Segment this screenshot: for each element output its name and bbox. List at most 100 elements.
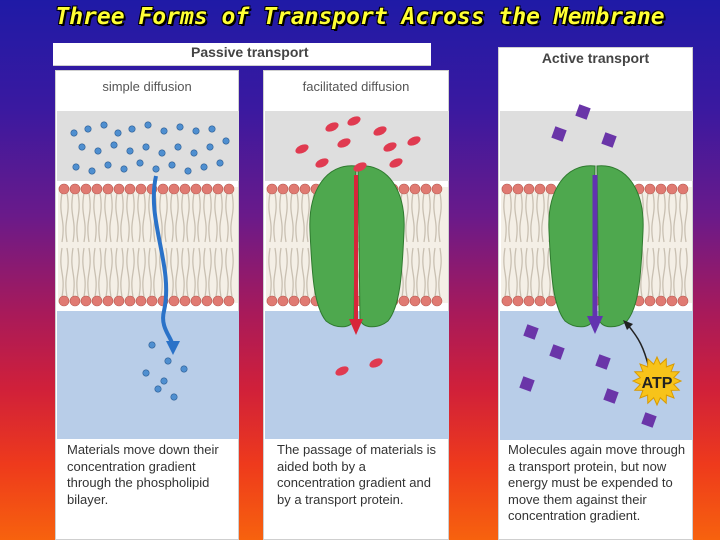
solute-molecule [519, 376, 535, 392]
lipid-head [409, 295, 421, 307]
lipid-tail [433, 247, 442, 298]
facilitated-diffusion-panel: facilitated diffusion The passage of mat… [263, 70, 449, 540]
solute-molecule [160, 377, 168, 385]
lipid-head [201, 183, 213, 195]
outside-region [500, 111, 693, 181]
solute-molecule [347, 116, 361, 126]
active-transport-panel: Active transport ATP Molecules again mov… [498, 47, 693, 540]
lipid-head [113, 295, 125, 307]
solute-molecule [603, 388, 619, 404]
solute-molecule [142, 143, 150, 151]
active-transport-arrowhead [587, 316, 603, 334]
active-transport-caption: Molecules again move through a transport… [508, 442, 686, 523]
lipid-tail [646, 247, 655, 298]
lipid-tail [422, 247, 431, 298]
lipid-head [157, 183, 169, 195]
solute-molecule [335, 366, 349, 376]
lipid-tail [214, 247, 223, 298]
solute-molecule [148, 341, 156, 349]
solute-molecule [208, 125, 216, 133]
solute-molecule [222, 137, 230, 145]
lipid-tail [126, 192, 135, 243]
lipid-head [666, 295, 678, 307]
lipid-head [266, 295, 278, 307]
lipid-head [69, 295, 81, 307]
lipid-head [135, 183, 147, 195]
lipid-head [655, 295, 667, 307]
lipid-tail [679, 192, 688, 243]
lipid-head [512, 295, 524, 307]
solute-molecule [595, 354, 611, 370]
lipid-tail [225, 192, 234, 243]
solute-molecule [192, 127, 200, 135]
atp-burst-icon [631, 355, 683, 407]
lipid-tail [60, 192, 69, 243]
solute-molecule [337, 138, 351, 148]
lipid-tail [279, 247, 288, 298]
solute-molecule [72, 163, 80, 171]
lipid-head [135, 295, 147, 307]
lipid-head [168, 295, 180, 307]
lipid-tail [657, 247, 666, 298]
solute-molecule [128, 125, 136, 133]
lipid-tail [536, 247, 545, 298]
solute-molecule [369, 358, 383, 368]
simple-diffusion-illustration [57, 111, 239, 439]
lipid-tail [422, 192, 431, 243]
diffusion-arrow [151, 175, 174, 344]
solute-molecule [88, 167, 96, 175]
lipid-tail [301, 192, 310, 243]
solute-molecule [94, 147, 102, 155]
lipid-tail [290, 247, 299, 298]
lipid-tail [214, 192, 223, 243]
lipid-tail [181, 247, 190, 298]
lipid-tail [137, 192, 146, 243]
lipid-tail [93, 247, 102, 298]
lipid-tail [225, 247, 234, 298]
solute-molecule [200, 163, 208, 171]
lipid-head [523, 295, 535, 307]
lipid-tail [93, 192, 102, 243]
solute-molecule [164, 357, 172, 365]
slide-title: Three Forms of Transport Across the Memb… [55, 4, 665, 30]
solute-molecule [601, 132, 617, 148]
facilitated-diffusion-label: facilitated diffusion [302, 79, 410, 94]
lipid-tail [115, 192, 124, 243]
lipid-head [179, 183, 191, 195]
solute-molecule [373, 126, 387, 136]
solute-molecule [353, 162, 367, 172]
lipid-tail [514, 247, 523, 298]
lipid-tail [646, 192, 655, 243]
lipid-head [223, 183, 235, 195]
solute-molecule [170, 393, 178, 401]
lipid-tail [126, 247, 135, 298]
lipid-tail [668, 192, 677, 243]
lipid-head [102, 295, 114, 307]
passive-transport-label: Passive transport [191, 44, 309, 60]
lipid-tail [290, 192, 299, 243]
lipid-head [277, 295, 289, 307]
lipid-head [80, 183, 92, 195]
lipid-head [102, 183, 114, 195]
solute-molecule [152, 165, 160, 173]
lipid-tail [411, 192, 420, 243]
lipid-head [288, 295, 300, 307]
lipid-head [677, 183, 689, 195]
solute-molecule [154, 385, 162, 393]
lipid-head [179, 295, 191, 307]
lipid-tail [104, 247, 113, 298]
blue-molecules [70, 121, 230, 401]
simple-diffusion-label: simple diffusion [102, 79, 192, 94]
solute-molecule [144, 121, 152, 129]
solute-molecule [160, 127, 168, 135]
purple-molecules [519, 104, 657, 428]
lipid-tail [279, 192, 288, 243]
lipid-tail [115, 247, 124, 298]
lipid-tail [148, 247, 157, 298]
solute-molecule [549, 344, 565, 360]
lipid-tail [60, 247, 69, 298]
lipid-head [655, 183, 667, 195]
lipid-head [534, 295, 546, 307]
lipid-tail [203, 247, 212, 298]
simple-diffusion-panel: simple diffusion Materials move down the… [55, 70, 239, 540]
